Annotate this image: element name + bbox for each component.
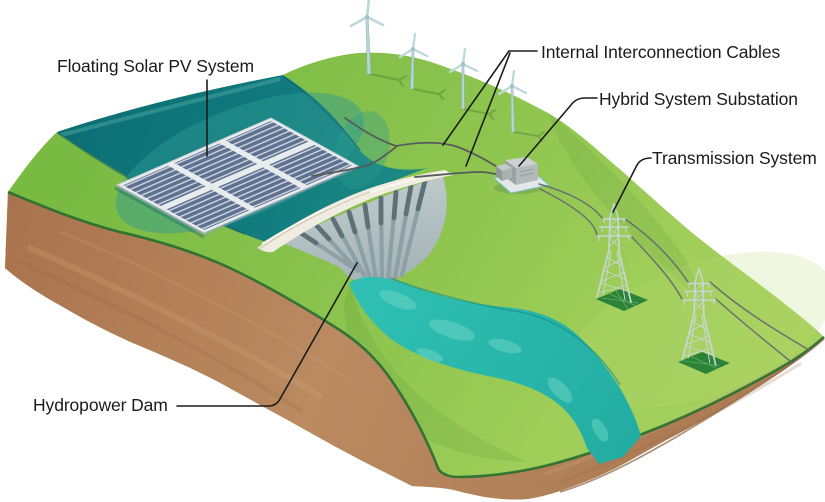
turbine-rotor xyxy=(398,32,429,59)
leader-substation xyxy=(518,97,598,167)
turbine-tower xyxy=(461,63,465,110)
turbine-hub xyxy=(411,47,415,51)
transmission-tower-1 xyxy=(596,201,632,303)
label-hydropower-dam: Hydropower Dam xyxy=(33,395,168,415)
panel-block xyxy=(174,143,258,184)
dam-crest-shade xyxy=(258,191,371,250)
panel-block xyxy=(123,165,206,206)
leader-internal-cables xyxy=(442,50,538,167)
grass-earth-rim xyxy=(7,190,825,479)
label-hybrid-system-substation: Hybrid System Substation xyxy=(599,89,798,109)
turbine-shadows xyxy=(369,73,545,142)
substation xyxy=(492,157,551,194)
river xyxy=(349,277,641,464)
wind-turbine xyxy=(448,47,479,110)
leader-transmission xyxy=(612,157,652,213)
solar-array-cable xyxy=(311,146,397,177)
floating-solar-array xyxy=(115,118,358,237)
label-internal-interconnection-cables: Internal Interconnection Cables xyxy=(541,42,780,62)
label-transmission-system: Transmission System xyxy=(652,148,817,168)
transmission-wires xyxy=(538,183,810,362)
turbine-rotor xyxy=(349,0,385,28)
panel-block xyxy=(225,121,309,162)
hydropower-dam xyxy=(257,170,453,284)
panel-block xyxy=(269,145,352,186)
wind-turbine xyxy=(398,32,429,90)
turbine-hub xyxy=(510,84,514,88)
wind-farm xyxy=(349,0,545,142)
transmission-tower-2 xyxy=(681,266,717,366)
plain-highlight xyxy=(566,251,825,409)
wind-farm-cable xyxy=(344,117,509,175)
label-floating-solar-pv: Floating Solar PV System xyxy=(57,56,254,76)
turbine-hub xyxy=(364,14,370,20)
transmission-system xyxy=(538,183,810,374)
turbine-hub xyxy=(461,62,465,66)
turbine-rotor xyxy=(448,47,479,74)
turbine-rotor xyxy=(497,69,528,96)
panel-block xyxy=(217,167,301,208)
wind-turbine xyxy=(349,0,385,75)
dam-ribs xyxy=(298,178,428,284)
array-water-shadow xyxy=(114,186,205,239)
array-edge-shadow xyxy=(116,165,359,236)
earth-cross-section xyxy=(5,192,824,500)
hill-shading xyxy=(548,113,704,302)
water-edge-highlight xyxy=(60,77,281,137)
annotations: Floating Solar PV System Internal Interc… xyxy=(33,42,817,415)
wind-turbine xyxy=(497,69,528,133)
river-surface xyxy=(349,277,641,464)
river-bank-shadow xyxy=(389,277,621,386)
dam-crest xyxy=(257,170,453,253)
river-ripples xyxy=(379,290,609,442)
panel-block xyxy=(166,189,250,230)
leader-hydropower-dam xyxy=(176,262,358,407)
earth-base-edge xyxy=(559,338,825,493)
far-bank-shadow xyxy=(283,76,361,151)
